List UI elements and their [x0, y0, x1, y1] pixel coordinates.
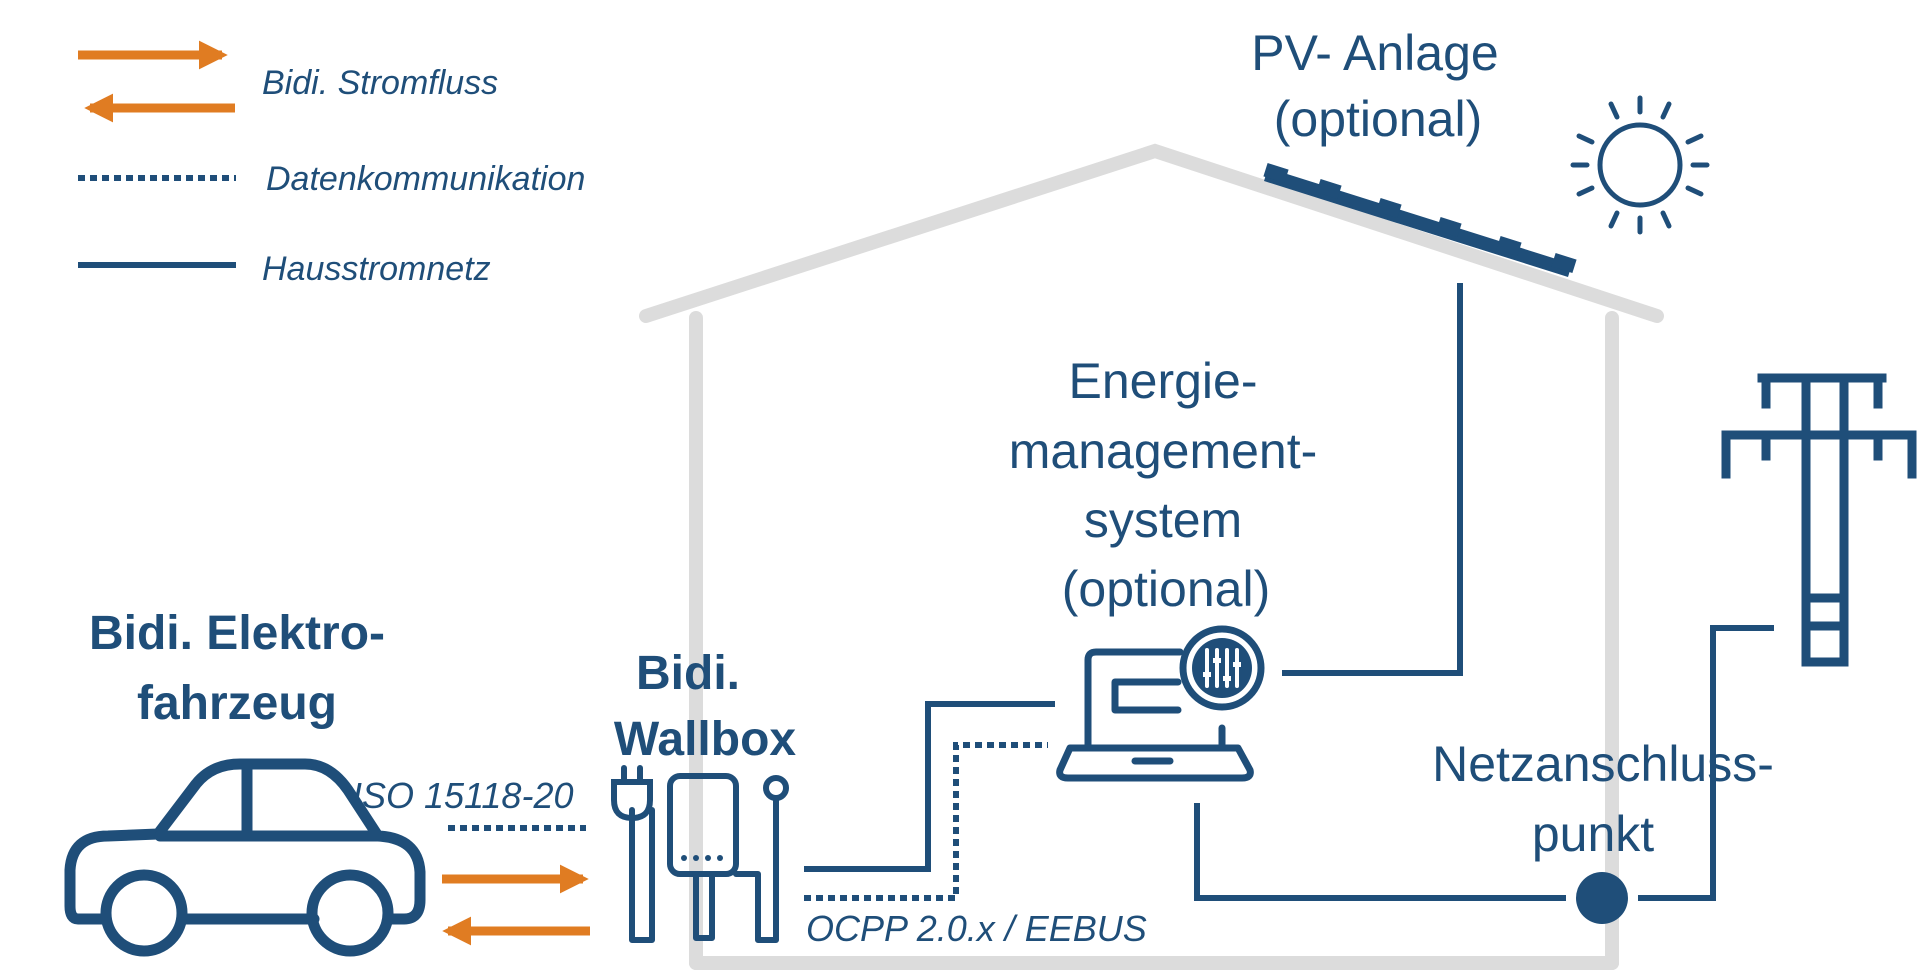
pv-to-ems-wire: [1282, 283, 1463, 676]
wallbox-label-line1: Bidi.: [636, 647, 740, 700]
pv-label-line2: (optional): [1274, 91, 1482, 147]
sun-icon: [1570, 95, 1710, 235]
legend-power-flow-label: Bidi. Stromfluss: [262, 64, 498, 102]
ev-label-line2: fahrzeug: [137, 677, 337, 730]
equalizer-icon: [1179, 625, 1265, 711]
protocol-ocpp-label: OCPP 2.0.x / EEBUS: [806, 908, 1147, 949]
legend-house-grid-label: Hausstromnetz: [262, 250, 491, 288]
grid-label-line1: Netzanschluss-: [1432, 736, 1774, 792]
ev-label-line1: Bidi. Elektro-: [89, 607, 385, 660]
wallbox-icon: [629, 773, 789, 943]
wallbox-ems-data-line: [804, 742, 1048, 901]
house-outline: [639, 143, 1664, 970]
grid-label-line2: punkt: [1532, 806, 1654, 862]
solar-panel-icon: [1263, 163, 1577, 277]
data-communication-lines: [448, 742, 1048, 901]
power-pylon-icon: [1721, 373, 1917, 667]
house-grid-wiring: [804, 283, 1774, 901]
ems-label-line2: management-: [1009, 423, 1318, 479]
car-icon: [64, 758, 426, 957]
legend: Bidi. Stromfluss Datenkommunikation Haus…: [78, 40, 585, 288]
grid-to-pylon-wire: [1638, 625, 1774, 901]
wallbox-label-line2: Wallbox: [614, 713, 797, 766]
ems-label-line3: system: [1084, 492, 1242, 548]
grid-connection-point: [1576, 872, 1628, 924]
power-flow-arrows: [442, 864, 590, 946]
ems-to-grid-wire: [1194, 803, 1566, 901]
ems-label-line1: Energie-: [1069, 353, 1258, 409]
laptop-icon: [1056, 648, 1254, 782]
ems-label-line4: (optional): [1062, 561, 1270, 617]
pv-label-line1: PV- Anlage: [1251, 25, 1498, 81]
legend-data-comm-label: Datenkommunikation: [266, 160, 585, 198]
wallbox-to-ems-wire: [804, 701, 1055, 872]
plug-icon: [611, 765, 653, 833]
protocol-iso-label: ISO 15118-20: [352, 775, 573, 816]
